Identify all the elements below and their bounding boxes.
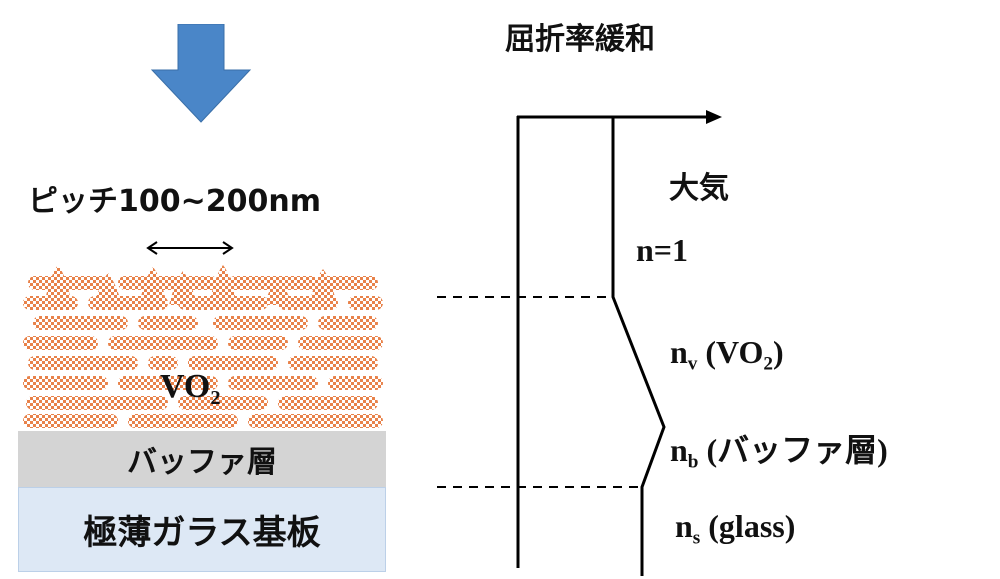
n-buffer-sub: b [687,451,699,473]
vo2-label-main: VO [160,368,211,405]
vo2-grain [148,356,178,370]
n-vo2-sub: v [687,353,698,375]
vo2-grain [128,414,238,428]
vo2-grain [33,316,128,330]
axis-arrowhead-icon [706,110,722,124]
n-buffer-rest: (バッファ層) [698,432,888,468]
vo2-grain [318,276,378,290]
vo2-grain [23,336,98,350]
diagram-title: 屈折率緩和 [505,22,655,57]
vo2-grain [23,376,108,390]
vo2-pillar [139,267,167,305]
vo2-grain [228,376,318,390]
vo2-grain [188,356,278,370]
vo2-grain [138,316,198,330]
vo2-grain [298,336,383,350]
n-vo2-close: ) [773,334,784,370]
vo2-grain [248,414,383,428]
vo2-grain [178,396,268,410]
vo2-grain [23,414,118,428]
vo2-grain [108,336,218,350]
vo2-pillar [209,265,237,305]
vo2-pillar [169,271,197,305]
vo2-pillar [44,265,72,305]
n-glass-sub: s [692,527,701,549]
vo2-grain [28,356,138,370]
n-glass-rest: (glass) [700,508,796,544]
n-glass-label: ns (glass) [675,508,795,550]
vo2-grain [288,356,378,370]
n-vo2-label: nv (VO2) [670,334,784,376]
vo2-pillar [264,277,292,305]
vo2-grain [278,396,378,410]
vo2-grain [118,376,218,390]
incident-arrow-icon [150,24,252,123]
vo2-grain [318,316,378,330]
vo2-nanostructure [23,265,383,428]
pitch-double-arrow-icon [146,241,234,255]
vo2-grain [26,396,168,410]
vo2-grain [328,376,383,390]
n-vo2-main: n [670,334,688,370]
vo2-grain [118,276,218,290]
n-air-label: n=1 [636,232,689,268]
index-curve [611,117,666,576]
n-buffer-label: nb (バッファ層) [670,425,888,474]
glass-substrate-label: 極薄ガラス基板 [83,513,321,553]
vo2-grain [228,336,288,350]
n-glass-main: n [675,508,693,544]
vo2-grain [348,296,383,310]
vo2-label-sub: 2 [210,387,221,410]
vo2-grain [228,276,318,290]
air-label: 大気 [669,171,729,206]
n-vo2-sub2: 2 [763,353,773,375]
buffer-layer: バッファ層 [18,431,386,487]
buffer-layer-label: バッファ層 [127,445,277,480]
vo2-grain [28,276,108,290]
n-buffer-main: n [670,432,688,468]
vo2-pillar [94,273,122,305]
glass-substrate: 極薄ガラス基板 [18,487,386,572]
n-vo2-rest: (VO [697,334,764,370]
vo2-pillar [309,269,337,305]
vo2-label: VO2 [160,368,221,410]
pitch-label: ピッチ100~200nm [28,184,321,219]
vo2-grain [213,316,308,330]
